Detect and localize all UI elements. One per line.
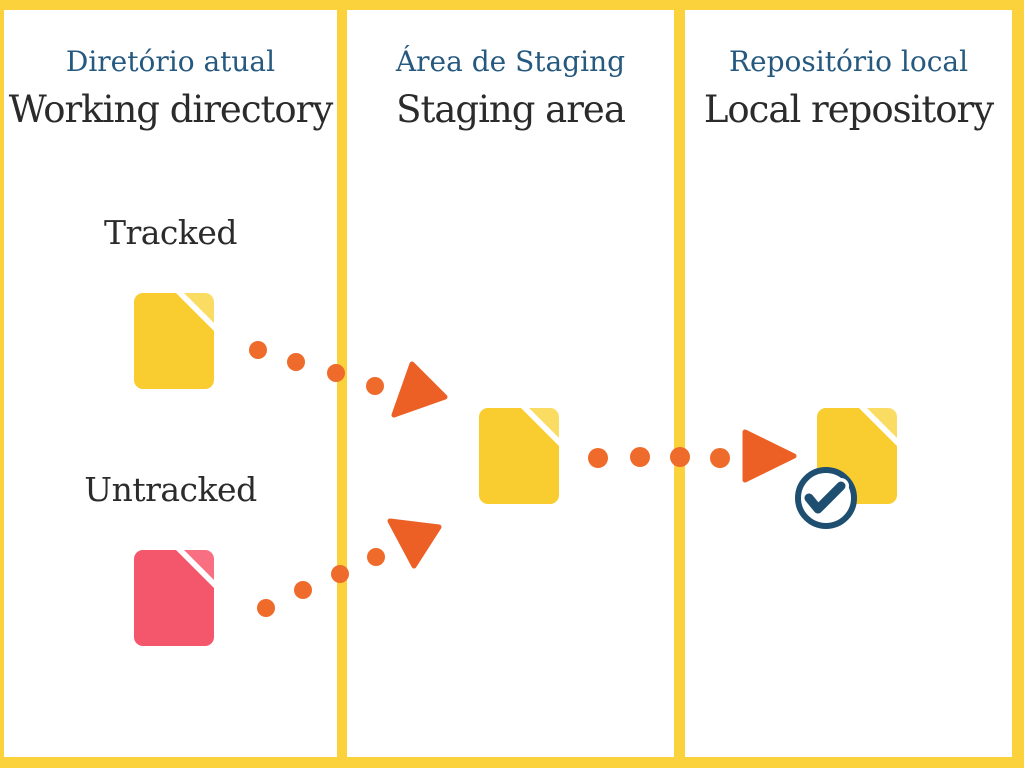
panel-working-directory: Diretório atual Working directory Tracke… <box>4 10 337 757</box>
panel-header: Diretório atual Working directory <box>4 10 337 133</box>
panel-title-pt: Diretório atual <box>65 45 276 78</box>
panel-title-pt: Área de Staging <box>395 45 626 78</box>
panel-staging-area: Área de Staging Staging area <box>347 10 674 757</box>
panel-title-en: Staging area <box>396 88 626 132</box>
panel-local-repository: Repositório local Local repository <box>685 10 1012 757</box>
panel-header: Repositório local Local repository <box>685 10 1012 133</box>
tracked-label: Tracked <box>103 213 238 252</box>
panel-title-pt: Repositório local <box>728 45 969 78</box>
panel-header: Área de Staging Staging area <box>347 10 674 133</box>
panel-title-en: Local repository <box>703 88 994 132</box>
panel-title-en: Working directory <box>8 88 334 132</box>
untracked-label: Untracked <box>84 470 257 509</box>
